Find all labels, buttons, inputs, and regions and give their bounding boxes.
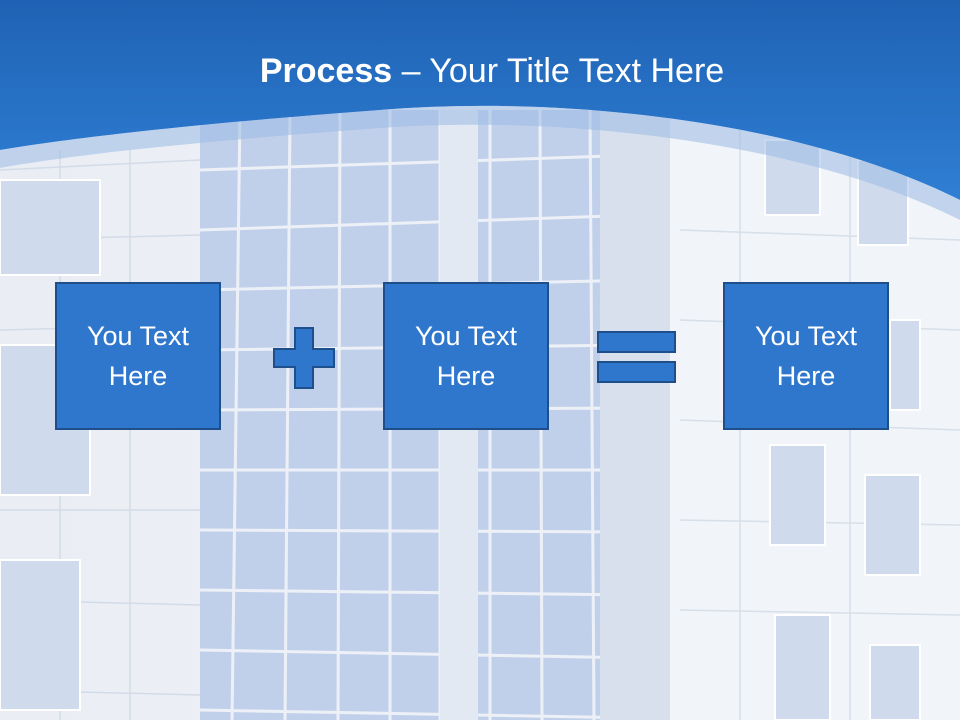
process-box-1: You Text Here (55, 282, 221, 430)
equals-icon (597, 331, 676, 383)
slide-title: Process – Your Title Text Here (0, 52, 960, 91)
plus-icon (273, 327, 335, 389)
title-rest-part: – Your Title Text Here (392, 52, 725, 90)
box-2-line-2: Here (436, 361, 496, 391)
title-bold-part: Process (259, 52, 393, 90)
box-1-line-2: Here (108, 361, 168, 391)
box-2-line-1: You Text (414, 321, 518, 351)
process-box-2-text: You Text Here (415, 316, 517, 396)
process-box-1-text: You Text Here (87, 316, 189, 396)
process-box-2: You Text Here (383, 282, 549, 430)
box-3-line-1: You Text (754, 321, 858, 351)
process-box-3-text: You Text Here (755, 316, 857, 396)
box-3-line-2: Here (776, 361, 836, 391)
box-1-line-1: You Text (86, 321, 190, 351)
process-box-3: You Text Here (723, 282, 889, 430)
